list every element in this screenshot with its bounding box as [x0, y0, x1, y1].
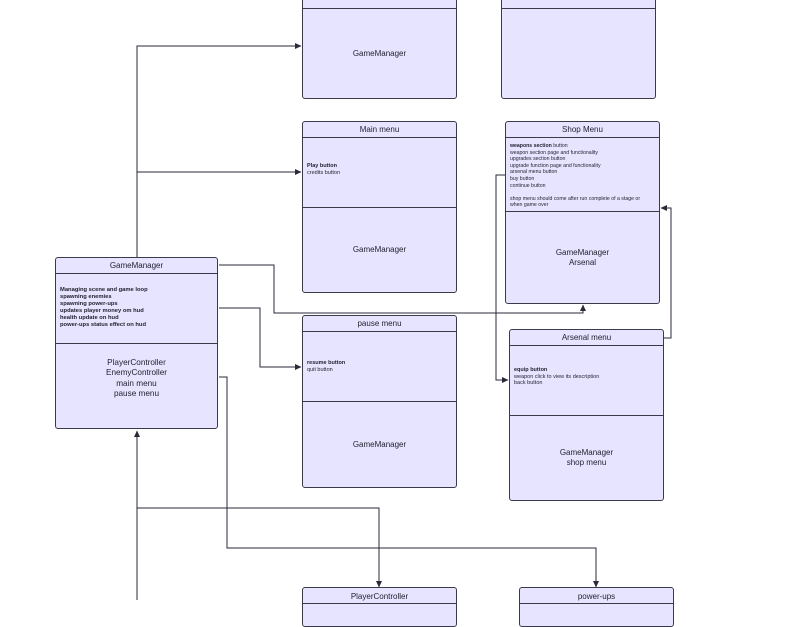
attribute-line: weapons section button: [510, 143, 654, 150]
attribute-line: upgrades section button: [510, 156, 654, 163]
game-manager-class-box: GameManager Managing scene and game loop…: [55, 257, 218, 429]
method-line: GameManager: [555, 247, 610, 257]
attribute-line: power-ups status effect on hud: [60, 321, 146, 328]
attribute-line: upgrade function page and functionality: [510, 163, 654, 170]
attribute-line: quit button: [307, 367, 451, 374]
edge-to-player-controller: [137, 507, 382, 588]
attribute-bold: Play button: [307, 163, 337, 169]
pause-menu-attributes: resume button quit button: [303, 332, 456, 402]
pause-menu-class-box: pause menu resume button quit button Gam…: [302, 315, 457, 488]
attribute-line: continue button: [510, 183, 654, 190]
attribute-text: credits button: [307, 169, 341, 176]
attribute-line: arsenal menu button: [510, 169, 654, 176]
method-line: GameManager: [559, 448, 614, 457]
top-left-class-methods: GameManager: [303, 9, 456, 98]
attribute-bold: equip button: [514, 367, 548, 373]
top-right-class-methods: [502, 9, 655, 98]
player-controller-class-box: PlayerController: [302, 587, 457, 627]
shop-menu-methods: GameManager Arsenal: [506, 212, 659, 303]
method-line: Arsenal: [568, 257, 597, 267]
attribute-bold: resume button: [307, 360, 346, 366]
game-manager-attributes: Managing scene and game loop spawning en…: [56, 274, 217, 344]
main-menu-attributes: Play button credits button: [303, 138, 456, 208]
edge-gm-to-pause-menu: [219, 307, 302, 370]
attribute-line: buy button: [510, 176, 654, 183]
edge-gm-to-top-left: [136, 43, 302, 257]
method-line: shop menu: [566, 458, 607, 467]
attribute-text: shop menu should come after run complete…: [510, 195, 641, 202]
attribute-line: back button: [514, 380, 658, 387]
attribute-line: health update on hud: [60, 314, 119, 321]
attribute-line: weapon section page and functionality: [510, 150, 654, 157]
method-line: GameManager: [352, 48, 407, 58]
attribute-text: upgrade function page and functionality: [510, 162, 601, 169]
attribute-line: [510, 189, 654, 196]
attribute-line: spawning enemies: [60, 293, 112, 300]
attribute-text: continue button: [510, 182, 546, 189]
attribute-line: shop menu should come after run complete…: [510, 196, 654, 203]
shop-menu-attributes: weapons section button weapon section pa…: [506, 138, 659, 212]
attribute-text: buy button: [510, 175, 535, 182]
attribute-text: arsenal menu button: [510, 169, 558, 176]
attribute-line: when game over: [510, 202, 654, 209]
attribute-line: weapon click to view its description: [514, 374, 658, 381]
arsenal-menu-attributes: equip button weapon click to view its de…: [510, 346, 663, 416]
method-line: main menu: [116, 378, 157, 388]
attribute-line: Play button: [307, 163, 451, 170]
arsenal-menu-title: Arsenal menu: [510, 330, 663, 346]
attribute-text: weapon click to view its description: [514, 373, 600, 380]
top-left-class-title: [303, 0, 456, 9]
attribute-line: resume button: [307, 360, 451, 367]
attribute-line: equip button: [514, 367, 658, 374]
attribute-text: quit button: [307, 366, 333, 373]
method-line: GameManager: [352, 439, 407, 449]
attribute-text: button: [551, 143, 568, 149]
attribute-line: spawning power-ups: [60, 300, 118, 307]
main-menu-title: Main menu: [303, 122, 456, 138]
method-line: PlayerController: [107, 358, 166, 367]
game-manager-title: GameManager: [56, 258, 217, 274]
attribute-text: when game over: [510, 202, 549, 209]
attribute-text: upgrades section button: [510, 156, 566, 163]
attribute-text: weapon section page and functionality: [510, 149, 598, 156]
attribute-line: Managing scene and game loop: [60, 287, 148, 293]
main-menu-class-box: Main menu Play button credits button Gam…: [302, 121, 457, 293]
pause-menu-title: pause menu: [303, 316, 456, 332]
arsenal-menu-class-box: Arsenal menu equip button weapon click t…: [509, 329, 664, 501]
main-menu-methods: GameManager: [303, 208, 456, 292]
shop-menu-title: Shop Menu: [506, 122, 659, 138]
method-line: GameManager: [352, 245, 407, 254]
top-right-class-box: [501, 0, 656, 99]
method-line: pause menu: [113, 388, 160, 398]
shop-menu-class-box: Shop Menu weapons section button weapon …: [505, 121, 660, 304]
top-left-class-box: GameManager: [302, 0, 457, 99]
game-manager-methods: PlayerController EnemyController main me…: [56, 344, 217, 428]
method-line: EnemyController: [106, 368, 167, 378]
pause-menu-methods: GameManager: [303, 402, 456, 487]
power-ups-class-box: power-ups: [519, 587, 674, 627]
power-ups-title: power-ups: [520, 588, 673, 604]
arsenal-menu-methods: GameManager shop menu: [510, 416, 663, 500]
attribute-text: back button: [514, 380, 543, 387]
edge-arsenal-to-shop: [660, 205, 672, 339]
player-controller-title: PlayerController: [303, 588, 456, 604]
top-right-class-title: [502, 0, 655, 9]
attribute-bold: weapons section: [510, 143, 552, 149]
attribute-line: credits button: [307, 170, 451, 177]
attribute-line: updates player money om hud: [60, 307, 144, 314]
